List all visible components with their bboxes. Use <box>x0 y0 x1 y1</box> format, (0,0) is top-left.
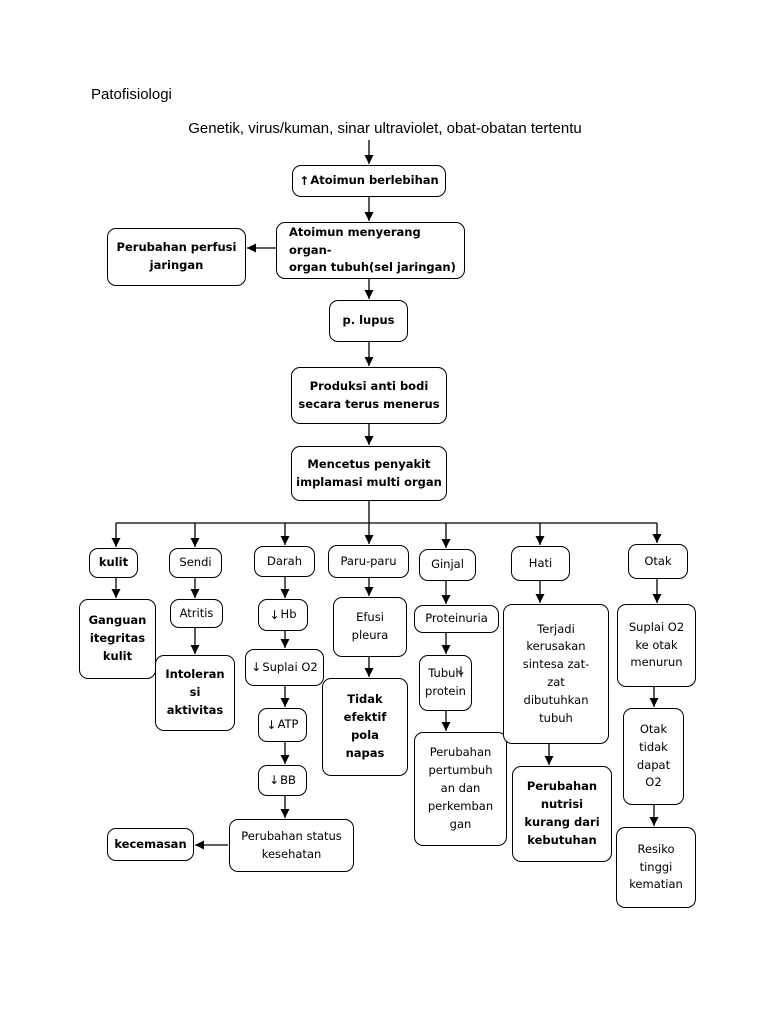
node-tubuh-protein: Tubuh protein↓ <box>419 655 472 711</box>
node-perubahan-status: Perubahan status kesehatan <box>229 819 354 872</box>
node-otak-tidak-dapat: Otak tidak dapat O2 <box>623 708 684 805</box>
page-title: Patofisiologi <box>91 86 172 103</box>
down-arrow-icon: ↓ <box>269 773 280 788</box>
node-tidak-efektif: Tidak efektif pola napas <box>322 678 408 776</box>
node-p-lupus: p. lupus <box>329 300 408 342</box>
node-perubahan-perfusi: Perubahan perfusi jaringan <box>107 228 246 286</box>
node-ganguan-integritas: Ganguan itegritas kulit <box>79 599 156 679</box>
node-hati: Hati <box>511 546 570 581</box>
node-paru-paru: Paru-paru <box>328 545 409 578</box>
node-suplai-o2-darah: ↓Suplai O2 <box>245 649 324 686</box>
node-terjadi-kerusakan: Terjadi kerusakan sintesa zat- zat dibut… <box>503 604 609 744</box>
node-kecemasan: kecemasan <box>107 828 194 861</box>
node-atritis: Atritis <box>170 599 223 628</box>
node-perubahan-nutrisi: Perubahan nutrisi kurang dari kebutuhan <box>512 766 612 862</box>
down-arrow-icon: ↓ <box>251 660 262 675</box>
node-mencetus: Mencetus penyakit implamasi multi organ <box>291 446 447 501</box>
node-sendi: Sendi <box>169 548 222 578</box>
node-atoimun-berlebihan: ↑Atoimun berlebihan <box>292 165 446 197</box>
node-darah: Darah <box>254 546 315 577</box>
node-otak: Otak <box>628 544 688 579</box>
cause-text: Genetik, virus/kuman, sinar ultraviolet,… <box>188 120 582 137</box>
node-bb: ↓BB <box>258 765 307 796</box>
node-kulit: kulit <box>89 548 138 578</box>
node-suplai-o2-otak: Suplai O2 ke otak menurun <box>617 604 696 687</box>
node-produksi-antibodi: Produksi anti bodi secara terus menerus <box>291 367 447 424</box>
node-proteinuria: Proteinuria <box>414 605 499 633</box>
up-arrow-icon: ↑ <box>299 173 310 188</box>
node-ginjal: Ginjal <box>419 549 476 581</box>
node-perubahan-pertumbuhan: Perubahan pertumbuh an dan perkemban gan <box>414 732 507 846</box>
node-resiko-tinggi: Resiko tinggi kematian <box>616 827 696 908</box>
node-hb: ↓Hb <box>258 599 308 631</box>
node-atoimun-menyerang: Atoimun menyerang organ- organ tubuh(sel… <box>276 222 465 279</box>
down-arrow-icon: ↓ <box>269 607 280 622</box>
down-arrow-icon: ↓ <box>266 717 277 732</box>
down-arrow-icon: ↓ <box>456 664 467 678</box>
node-efusi-pleura: Efusi pleura <box>333 597 407 657</box>
node-atp: ↓ATP <box>258 708 307 742</box>
node-intoleran: Intoleran si aktivitas <box>155 655 235 731</box>
